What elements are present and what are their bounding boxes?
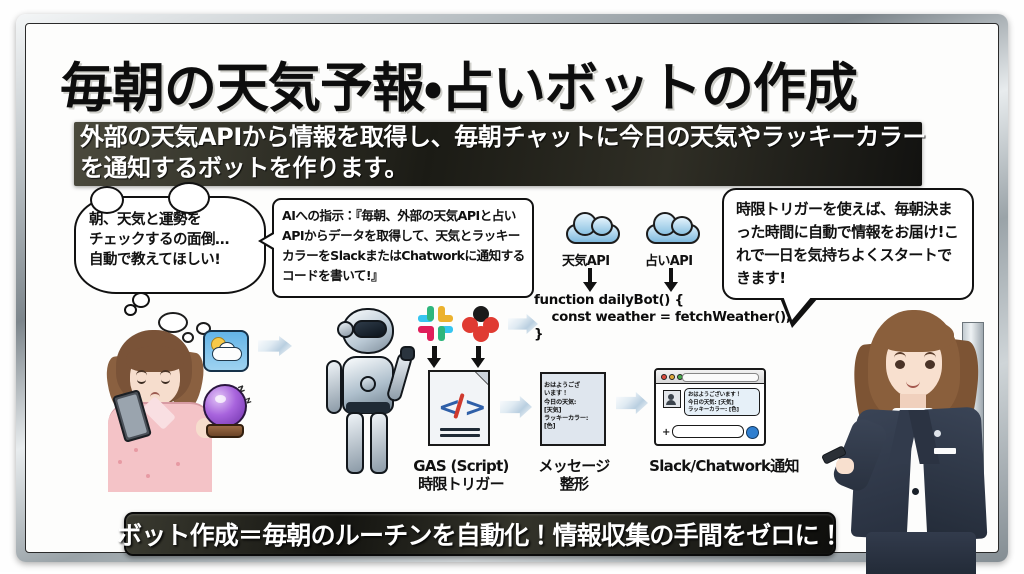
crystal-ball-base bbox=[206, 424, 244, 438]
bottom-banner bbox=[124, 512, 836, 556]
thought-dot bbox=[182, 332, 194, 343]
code-snippet: function dailyBot() { const weather = fe… bbox=[534, 293, 791, 342]
message-card-line: います！ bbox=[544, 390, 568, 398]
add-attachment-button[interactable]: + bbox=[662, 427, 671, 438]
chat-notify-label: Slack/Chatwork通知 bbox=[649, 457, 799, 475]
presenter-tip-bubble: 時限トリガーを使えば、毎朝決まった時間に自動で情報をお届け!これで一日を気持ちよ… bbox=[722, 188, 974, 300]
presenter-bubble-tail-inner bbox=[783, 296, 812, 320]
gas-script-label-line1: GAS (Script) bbox=[413, 457, 509, 475]
ai-robot-character bbox=[322, 308, 415, 478]
message-card-text: おはようござ います！ 今日の天気: [天気] ラッキーカラー: [色] bbox=[544, 382, 604, 432]
crystal-ball-icon bbox=[203, 384, 247, 428]
flow-arrow-gas-to-message bbox=[500, 396, 532, 418]
message-format-label-line1: メッセージ bbox=[538, 457, 610, 475]
thought-cloud bbox=[158, 312, 188, 333]
fortune-api-arrow-head bbox=[664, 282, 678, 292]
ai-prompt-bubble: AIへの指示：『毎朝、外部の天気APIと占いAPIからデータを取得して、天気とラ… bbox=[272, 198, 534, 298]
subtitle-band bbox=[74, 122, 922, 186]
slack-down-arrow-stem bbox=[432, 346, 437, 360]
cloud-icon bbox=[566, 212, 620, 244]
user-problem-text: 朝、天気と運勢を チェックするの面倒… 自動で教えてほしい! bbox=[89, 212, 230, 268]
chatwork-logo bbox=[462, 306, 500, 342]
message-card-line: おはようござ bbox=[544, 382, 580, 389]
weather-api-arrow-stem bbox=[588, 268, 592, 284]
slack-logo bbox=[418, 306, 454, 342]
flow-arrow-message-to-chat bbox=[616, 392, 648, 414]
flow-arrow-user-to-robot bbox=[258, 336, 292, 356]
page-title: 毎朝の天気予報・占いボットの作成 bbox=[60, 58, 858, 119]
chat-message-line: おはようございます！ bbox=[688, 392, 741, 398]
gas-script-label-line2: 時限トリガー bbox=[418, 475, 505, 493]
fortune-api-arrow-stem bbox=[669, 268, 673, 284]
avatar bbox=[663, 390, 681, 408]
chatwork-down-arrow-head bbox=[471, 358, 485, 368]
message-card-icon bbox=[540, 372, 606, 446]
send-button[interactable] bbox=[746, 426, 759, 439]
message-format-label-line2: 整形 bbox=[559, 475, 589, 493]
presenter-character bbox=[821, 310, 1014, 574]
chat-message-line: 今日の天気: [天気] bbox=[688, 399, 734, 406]
weather-api-label: 天気API bbox=[562, 254, 610, 269]
chat-urlbar[interactable] bbox=[682, 373, 759, 382]
slack-down-arrow-head bbox=[427, 358, 441, 368]
page-subtitle: 外部の天気APIから情報を取得し、毎朝チャットに今日の天気やラッキーカラーを通知… bbox=[80, 123, 927, 182]
code-document-icon: < > bbox=[428, 370, 490, 446]
message-card-line: [色] bbox=[544, 423, 556, 431]
sun-cloud-icon bbox=[203, 330, 249, 372]
ai-prompt-bubble-tail-inner bbox=[262, 234, 274, 248]
message-card-line: ラッキーカラー: bbox=[544, 415, 589, 423]
chat-input[interactable] bbox=[672, 425, 744, 438]
message-card-line: [天気] bbox=[544, 406, 562, 414]
window-close-dot[interactable] bbox=[661, 373, 667, 380]
user-problem-bubble: 朝、天気と運勢を チェックするの面倒… 自動で教えてほしい! bbox=[74, 182, 266, 294]
cloud-bubble-tail bbox=[132, 292, 150, 308]
bottom-banner-text: ボット作成＝毎朝のルーチンを自動化！情報収集の手間をゼロに！ bbox=[117, 521, 844, 550]
window-minimize-dot[interactable] bbox=[669, 373, 675, 380]
flow-arrow-logos-to-code bbox=[508, 314, 538, 334]
chat-window-icon: おはようございます！ 今日の天気: [天気] ラッキーカラー: [色] + bbox=[654, 368, 766, 446]
chat-message-line: ラッキーカラー: [色] bbox=[688, 407, 739, 414]
chatwork-down-arrow-stem bbox=[476, 346, 481, 360]
presenter-tip-text: 時限トリガーを使えば、毎朝決まった時間に自動で情報をお届け!これで一日を気持ちよ… bbox=[736, 200, 959, 287]
cloud-bubble-tail-small bbox=[124, 304, 137, 316]
ai-prompt-text: AIへの指示：『毎朝、外部の天気APIと占いAPIからデータを取得して、天気とラ… bbox=[282, 208, 525, 283]
message-card-line: 今日の天気: bbox=[544, 398, 577, 406]
chat-message-bubble: おはようございます！ 今日の天気: [天気] ラッキーカラー: [色] bbox=[684, 388, 760, 416]
fortune-api-label: 占いAPI bbox=[645, 254, 693, 269]
weather-api-arrow-head bbox=[583, 282, 597, 292]
cloud-icon bbox=[646, 212, 700, 244]
